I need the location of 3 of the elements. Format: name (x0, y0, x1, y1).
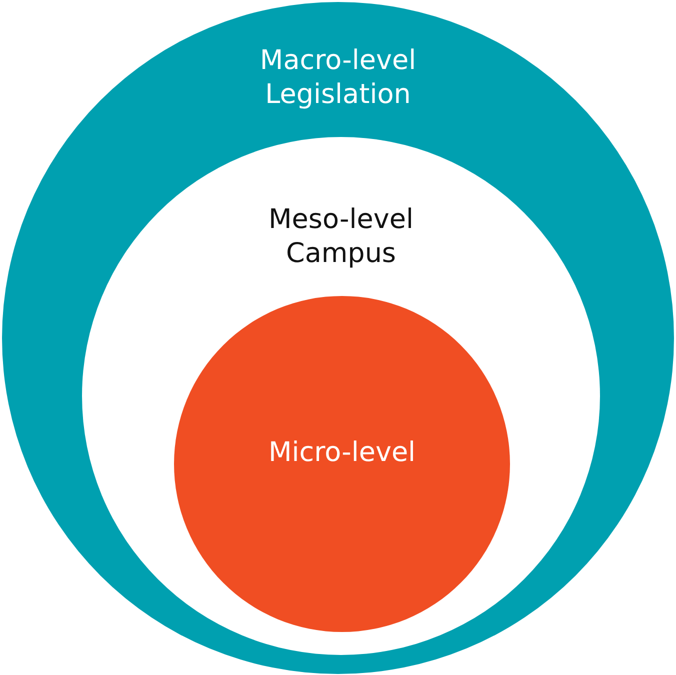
level-label: Macro-level Legislation (258, 44, 418, 112)
level-label: Meso-level Campus (268, 203, 414, 271)
level-label: Micro-level (267, 436, 417, 470)
